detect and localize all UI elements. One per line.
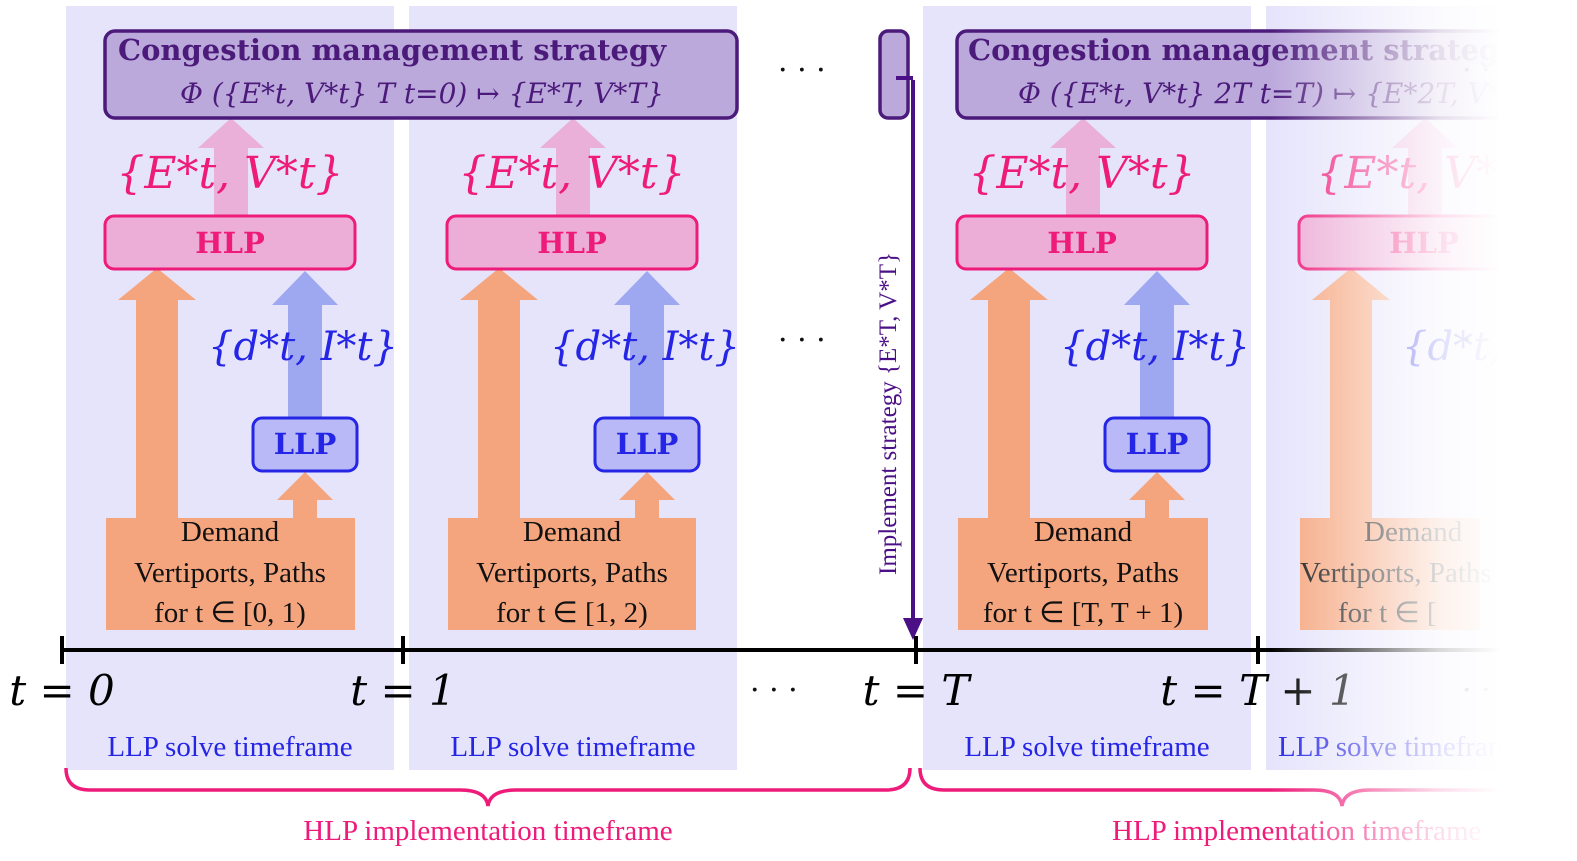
- llp-to-hlp-arrow: [614, 271, 680, 418]
- demand-line2: Vertiports, Paths: [987, 557, 1179, 589]
- demand-line1: Demand: [1034, 516, 1133, 548]
- hlp-label: HLP: [537, 226, 607, 260]
- block-0: LLP HLP {E*t, V*t} {d*t, I*t} Demand Ver…: [103, 118, 398, 630]
- hlp-brace-2: [918, 767, 1560, 807]
- llp-label: LLP: [1126, 427, 1189, 461]
- demand-to-hlp-arrow: [970, 268, 1048, 518]
- demand-range: for t ∈ [T, T + 1): [983, 597, 1183, 629]
- llp-label: LLP: [274, 427, 337, 461]
- demand-range: for t ∈ [1, 2): [496, 597, 648, 629]
- hlp-output: {E*t, V*t}: [116, 148, 343, 199]
- hlp-label: HLP: [195, 226, 265, 260]
- hlp-output: {E*t, V*t}: [458, 148, 685, 199]
- hlp-timeframe-1: HLP implementation timeframe: [303, 815, 672, 847]
- axis-label: t: [1538, 628, 1555, 674]
- strategy-box: [103, 29, 739, 120]
- llp-output: {d*t, I*t}: [550, 324, 740, 370]
- demand-line1: Demand: [181, 516, 280, 548]
- hlp-to-strategy-arrow: [1050, 118, 1116, 216]
- llp-output: {d*t, I*t}: [208, 324, 398, 370]
- demand-to-llp-arrow: [619, 472, 675, 518]
- hlp-output: {E*t, V*t}: [968, 148, 1195, 199]
- llp-to-hlp-arrow: [272, 271, 338, 418]
- llp-timeframe-3: LLP solve timeframe: [1278, 731, 1523, 763]
- ellipsis-top-2: · · ·: [1462, 53, 1510, 88]
- hlp-to-strategy-arrow: [540, 118, 606, 216]
- hlp-timeframe-2: HLP implementation timeframe: [1112, 815, 1481, 847]
- llp-timeframe-1: LLP solve timeframe: [450, 731, 695, 763]
- strategy-formula: Φ ({E*t, V*t} T t=0) ↦ {E*T, V*T}: [180, 77, 664, 110]
- tick-label-0: t = 0: [9, 666, 115, 715]
- strategy-box-1: Congestion management strategy Φ ({E*t, …: [103, 29, 739, 120]
- demand-box: [448, 518, 696, 630]
- tick-label-T: t = T: [863, 666, 973, 715]
- hlp-label: HLP: [1047, 226, 1117, 260]
- llp-box: [593, 416, 701, 473]
- llp-timeframe-2: LLP solve timeframe: [964, 731, 1209, 763]
- ellipsis-axis-1: · · ·: [750, 673, 798, 708]
- demand-to-llp-arrow: [277, 472, 333, 518]
- hlp-label: HLP: [1389, 226, 1459, 260]
- hlp-output: {E*t, V*t}: [1316, 148, 1543, 199]
- demand-to-hlp-arrow: [118, 268, 196, 518]
- ellipsis-top-1: · · ·: [778, 53, 826, 88]
- strategy-title: Congestion management strategy: [968, 33, 1517, 67]
- hlp-box: [445, 214, 699, 271]
- hlp-to-strategy-arrow: [198, 118, 264, 216]
- llp-to-hlp-arrow: [1124, 271, 1190, 418]
- hlp-box: [103, 214, 357, 271]
- demand-line1: Demand: [1364, 516, 1463, 548]
- demand-line2: Vertiports, Paths: [134, 557, 326, 589]
- ellipsis-axis-2: · · ·: [1462, 673, 1510, 708]
- demand-to-llp-arrow: [1129, 472, 1185, 518]
- tick-label-T1: t = T + 1: [1160, 666, 1355, 715]
- demand-box: [958, 518, 1208, 630]
- block-2: LLP HLP {E*t, V*t} {d*t, I*t} Demand Ver…: [955, 118, 1250, 630]
- hlp-box: [955, 214, 1209, 271]
- ellipsis-mid-1: · · ·: [778, 323, 826, 358]
- strategy-title: Congestion management strategy: [118, 33, 667, 67]
- llp-timeframe-0: LLP solve timeframe: [107, 731, 352, 763]
- demand-to-hlp-arrow: [460, 268, 538, 518]
- ellipsis-mid-2: · · ·: [1462, 323, 1510, 358]
- panel-2: [923, 6, 1251, 770]
- demand-range: for t ∈ [: [1338, 597, 1437, 629]
- llp-box: [1103, 416, 1211, 473]
- demand-line2: Vertiports, Paths: [1300, 557, 1492, 589]
- demand-range: for t ∈ [0, 1): [154, 597, 306, 629]
- implement-arrow-head: [903, 618, 923, 640]
- strategy-stub: [878, 29, 910, 120]
- demand-box: [106, 518, 355, 630]
- demand-line1: Demand: [523, 516, 622, 548]
- llp-box: [251, 416, 359, 473]
- llp-label: LLP: [616, 427, 679, 461]
- block-1: LLP HLP {E*t, V*t} {d*t, I*t} Demand Ver…: [445, 118, 740, 630]
- implement-label: Implement strategy {E*T, V*T}: [875, 252, 902, 575]
- llp-output: {d*t, I*t}: [1060, 324, 1250, 370]
- demand-line2: Vertiports, Paths: [476, 557, 668, 589]
- tick-label-1: t = 1: [350, 666, 456, 715]
- hlp-brace-1: [64, 767, 912, 807]
